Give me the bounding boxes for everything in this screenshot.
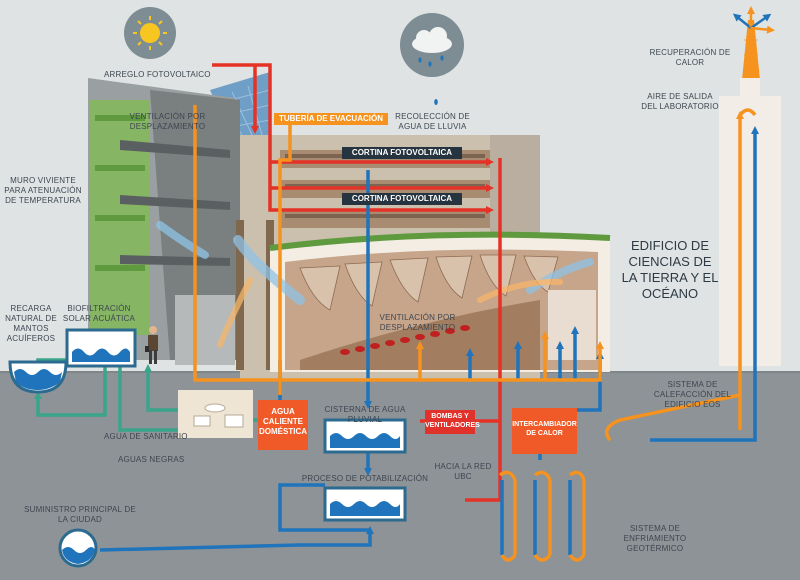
label-pv-curtain-1: Cortina fotovoltaica [342,147,462,159]
water-wave-icon [330,501,400,516]
label-sewage: Aguas negras [118,455,185,464]
rainwater-cistern [323,418,407,454]
city-supply [58,528,98,568]
label-rainwater-cistern: Cisterna de agua pluvial [324,405,406,424]
label-photovoltaic-array: Arreglo fotovoltaico [104,70,211,79]
building-title: Edificio de ciencias de la tierra y el o… [621,238,719,301]
label-geothermal-cooling: Sistema de enfriamiento geotérmico [623,524,687,553]
aquifer-recharge [8,360,68,394]
label-potabilization: Proceso de potabilización [301,474,429,483]
rain-cloud-icon [400,13,464,105]
label-exhaust-pipe: Tubería de evacuación [274,113,388,125]
label-aquifer-recharge: Recarga natural de mantos acuíferos [5,304,57,343]
label-city-supply: Suministro principal de la ciudad [24,505,136,524]
hot-water-box [258,400,308,450]
label-pv-curtain-2: Cortina fotovoltaica [342,193,462,205]
label-heating-system: Sistema de calefacción del edificio EOS [653,380,732,409]
label-rainwater-collection: Recolección de agua de lluvia [395,112,470,131]
pumps-box [425,410,475,434]
water-wave-icon [72,348,130,362]
label-lab-exhaust-air: Aire de salida del laboratorio [641,92,719,111]
ventilation-airflow [156,221,594,348]
heat-exchanger-box [512,408,577,454]
water-wave-icon [14,369,62,390]
tower-return-loop [738,108,757,117]
label-domestic-hot-water: Agua caliente doméstica [259,407,307,436]
exhaust-tower [719,20,781,366]
water-wave-icon [62,547,95,564]
biofiltration-tank [65,328,137,368]
label-heat-exchanger: Intercambiador de calor [512,421,577,437]
label-displacement-ventilation-mid: Ventilación por desplazamiento [379,313,456,332]
warm-ducts [193,105,744,562]
hot-ducts [212,63,502,502]
label-toilet-water: Agua de sanitario [104,432,188,441]
label-living-wall: Muro viviente para atenuación de tempera… [4,176,82,205]
sanitary-area [178,390,253,438]
label-pumps-fans: Bombas y ventiladores [425,413,480,429]
sun-icon [124,7,176,59]
person-icon [145,326,158,364]
potabilization-tank [323,486,407,522]
label-biofiltration: Biofiltración solar acuática [62,304,136,323]
label-displacement-ventilation-top: Ventilación por desplazamiento [129,112,206,131]
water-wave-icon [330,433,400,448]
heat-recovery-arrows-icon [732,6,775,34]
ground [0,372,800,580]
auditorium [269,231,611,372]
label-ubc-network: Hacia la red UBC [434,462,492,481]
label-heat-recovery: Recuperación de calor [649,48,731,67]
